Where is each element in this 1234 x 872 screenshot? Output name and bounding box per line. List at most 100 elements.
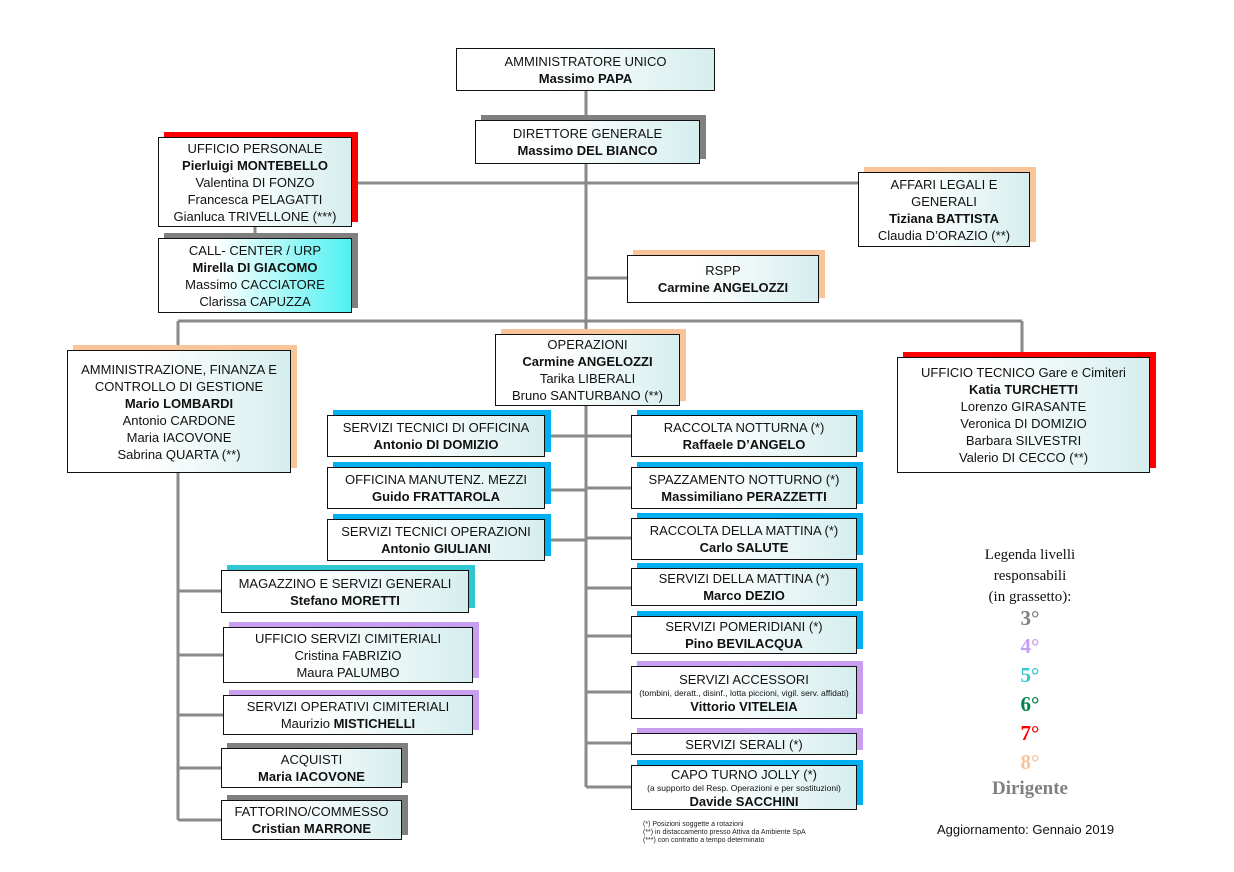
box-title: AFFARI LEGALI E [890,176,998,192]
box-name: Guido FRATTAROLA [371,489,501,504]
box-title: RSPP [705,263,741,278]
org-box-officina-manutenzione: OFFICINA MANUTENZ. MEZZI Guido FRATTAROLA [327,467,545,509]
legend-title-line: Legenda livelli [984,547,1076,563]
legend-level: 8° [1020,750,1040,774]
box-name: Antonio DI DOMIZIO [373,437,499,452]
box-title: FATTORINO/COMMESSO [234,804,389,819]
box-title: SERVIZI TECNICI DI OFFICINA [342,420,530,435]
box-line: GENERALI [911,193,977,209]
box-title: OPERAZIONI [547,337,628,352]
org-box-servizi-operativi-cimiteriali: SERVIZI OPERATIVI CIMITERIALI Maurizio MI… [223,695,473,735]
box-title: CAPO TURNO JOLLY (*) [671,766,817,782]
box-name: Maria IACOVONE [258,769,365,784]
footnote: (***) con contratto a tempo determinato [643,837,765,844]
box-name: Cristian MARRONE [251,821,372,836]
box-title: MAGAZZINO E SERVIZI GENERALI [238,575,452,591]
box-name: Massimo PAPA [538,70,633,86]
org-box-servizi-mattina: SERVIZI DELLA MATTINA (*) Marco DEZIO [631,568,857,606]
box-name: Pino BEVILACQUA [685,636,803,651]
box-line: Bruno SANTURBANO (**) [512,388,663,403]
org-box-fattorino-commesso: FATTORINO/COMMESSO Cristian MARRONE [221,800,402,840]
box-title: OFFICINA MANUTENZ. MEZZI [345,472,527,487]
box-line: Barbara SILVESTRI [965,433,1082,448]
box-line: Valentina DI FONZO [195,174,315,190]
box-name: Mirella DI GIACOMO [192,259,318,275]
box-title: UFFICIO PERSONALE [187,140,323,156]
box-name: Raffaele D’ANGELO [682,437,806,452]
box-name: Massimiliano PERAZZETTI [661,489,827,504]
box-line: Tarika LIBERALI [539,371,636,386]
update-date: Aggiornamento: Gennaio 2019 [937,822,1115,837]
box-line: Massimo CACCIATORE [185,276,325,292]
box-title: AMMINISTRATORE UNICO [504,53,667,69]
box-line: Gianluca TRIVELLONE (***) [173,208,337,224]
org-box-servizi-serali: SERVIZI SERALI (*) [631,733,857,755]
org-box-rspp: RSPP Carmine ANGELOZZI [627,255,819,303]
footnote: (**) in distaccamento presso Attiva da A… [643,829,806,836]
box-line: Cristina FABRIZIO [294,647,402,663]
legend-title: Legenda livelli responsabili (in grasset… [960,545,1100,608]
legend-level: Dirigente [992,778,1068,799]
box-title: UFFICIO SERVIZI CIMITERIALI [254,630,442,646]
box-line: Maurizio MISTICHELLI [280,716,416,731]
org-box-servizi-tecnici-officina: SERVIZI TECNICI DI OFFICINA Antonio DI DO… [327,415,545,457]
box-line: Sabrina QUARTA (**) [117,446,241,462]
box-line: Clarissa CAPUZZA [199,293,311,309]
legend-level: 6° [1020,692,1040,716]
box-title: SERVIZI TECNICI OPERAZIONI [341,524,531,539]
box-name: Vittorio VITELEIA [690,698,798,714]
box-title: SPAZZAMENTO NOTTURNO (*) [648,472,840,487]
box-line: Maria IACOVONE [126,429,232,445]
box-line: CONTROLLO DI GESTIONE [94,378,264,394]
legend-level: 7° [1020,721,1040,745]
box-name: Katia TURCHETTI [968,382,1079,397]
box-name: Davide SACCHINI [689,793,799,809]
box-title: UFFICIO TECNICO Gare e Cimiteri [921,365,1126,380]
box-name: Carmine ANGELOZZI [522,354,653,369]
org-box-servizi-pomeridiani: SERVIZI POMERIDIANI (*) Pino BEVILACQUA [631,616,857,654]
box-line: Veronica DI DOMIZIO [960,416,1087,431]
box-line: Francesca PELAGATTI [187,191,323,207]
legend-level: 3° [1020,606,1040,630]
box-line: Lorenzo GIRASANTE [960,399,1087,414]
box-name: Carmine ANGELOZZI [657,280,789,295]
box-title: SERVIZI POMERIDIANI (*) [665,619,823,634]
org-box-raccolta-notturna: RACCOLTA NOTTURNA (*) Raffaele D’ANGELO [631,415,857,457]
box-name: Marco DEZIO [703,588,785,603]
box-title: SERVIZI OPERATIVI CIMITERIALI [246,699,450,714]
box-title: AMMINISTRAZIONE, FINANZA E [81,361,277,377]
box-line: Claudia D’ORAZIO (**) [877,227,1011,243]
org-box-operazioni: OPERAZIONI Carmine ANGELOZZI Tarika LIBERA… [495,334,680,406]
org-box-servizi-accessori: SERVIZI ACCESSORI(tombini, deratt., disi… [631,666,857,719]
org-box-capo-turno-jolly: CAPO TURNO JOLLY (*)(a supporto del Resp… [631,765,857,810]
box-line: (a supporto del Resp. Operazioni e per s… [647,782,841,793]
box-title: RACCOLTA DELLA MATTINA (*) [649,523,839,538]
box-line: Valerio DI CECCO (**) [958,450,1089,465]
box-title: CALL- CENTER / URP [188,242,322,258]
box-name: Stefano MORETTI [290,592,400,608]
box-title: SERVIZI SERALI (*) [685,736,803,752]
box-name: Pierluigi MONTEBELLO [182,157,328,173]
footnote: (*) Posizioni soggette a rotazioni [643,821,744,828]
org-box-raccolta-mattina: RACCOLTA DELLA MATTINA (*)Carlo SALUTE [631,518,857,560]
legend-level: 4° [1020,634,1040,658]
box-title: SERVIZI DELLA MATTINA (*) [658,571,830,586]
box-line: Antonio CARDONE [122,412,236,428]
org-box-spazzamento-notturno: SPAZZAMENTO NOTTURNO (*) Massimiliano PER… [631,467,857,509]
legend-title-line: responsabili [993,568,1067,584]
box-line: (tombini, deratt., disinf., lotta piccio… [639,687,849,698]
box-title: RACCOLTA NOTTURNA (*) [663,420,825,435]
